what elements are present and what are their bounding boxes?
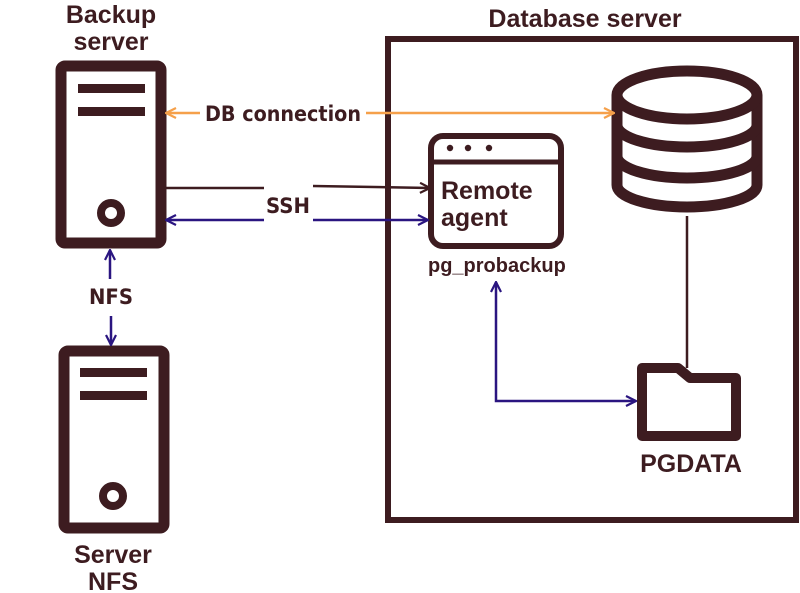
backup-server-node[interactable]: Backup server	[55, 1, 167, 249]
remote-agent-label-line1: Remote	[441, 177, 533, 205]
database-cylinder-icon	[611, 65, 763, 213]
server-nfs-node[interactable]: Server NFS	[58, 345, 170, 593]
database-server-title: Database server	[488, 5, 681, 33]
pgdata-label: PGDATA	[640, 450, 742, 478]
database-node[interactable]	[611, 65, 763, 213]
nfs-label: NFS	[89, 285, 133, 309]
db-connection-label: DB connection	[205, 102, 361, 126]
agent-pgdata-arrow	[496, 282, 636, 401]
pg-probackup-caption: pg_probackup	[428, 255, 566, 277]
database-server-box	[385, 36, 799, 523]
ssh-arrow-out	[312, 186, 430, 188]
backup-server-title-line1: Backup	[66, 1, 156, 29]
database-server-group: Database server	[385, 5, 799, 523]
ssh-label: SSH	[266, 194, 310, 218]
server-tower-icon	[58, 345, 170, 534]
agent-pgdata-link[interactable]	[496, 282, 636, 401]
server-tower-icon	[55, 60, 167, 249]
remote-agent-node[interactable]: Remote agent pg_probackup	[428, 133, 566, 277]
db-connection-link[interactable]: DB connection	[166, 102, 614, 126]
pgdata-node[interactable]: PGDATA	[637, 363, 742, 478]
folder-icon	[637, 363, 741, 441]
nfs-link[interactable]: NFS	[89, 250, 133, 345]
ssh-link[interactable]: SSH	[166, 186, 430, 220]
remote-agent-label-line2: agent	[441, 204, 508, 232]
server-nfs-title-line1: Server	[74, 541, 152, 569]
server-nfs-title-line2: NFS	[88, 568, 138, 593]
backup-server-title-line2: server	[73, 28, 148, 56]
